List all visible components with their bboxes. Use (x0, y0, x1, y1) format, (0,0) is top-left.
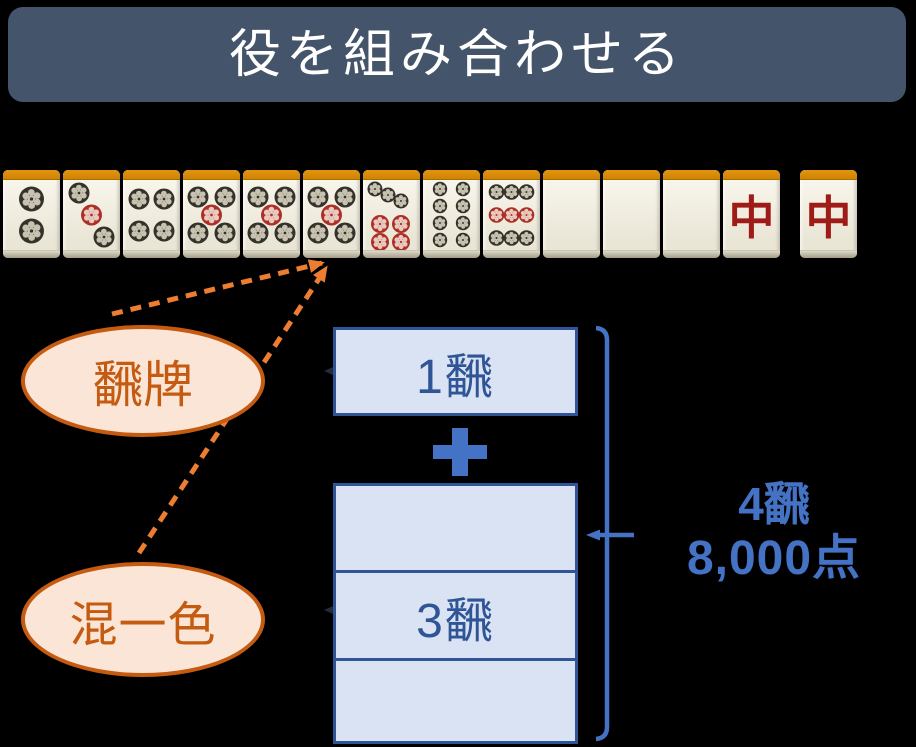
plus-horizontal-bar (433, 445, 487, 459)
han-box-3: 3飜 (336, 570, 575, 658)
5-pin-pins (187, 186, 236, 244)
result-points: 8,000点 (686, 532, 862, 585)
han-box-row-empty-top (336, 486, 575, 570)
dashed-arrow-yakuhai (111, 259, 325, 317)
han-box-1: 1飜 (333, 327, 578, 416)
tile-2-pin (3, 170, 60, 258)
han-box-1-label: 1飜 (416, 350, 495, 404)
5-pin-pins (247, 186, 296, 244)
callout-yakuhai: 飜牌 (21, 325, 265, 437)
tile-5-pin (183, 170, 240, 258)
callout-honitsu: 混一色 (21, 562, 265, 677)
2-pin-pins (19, 186, 44, 244)
result-block: 4飜 8,000点 (645, 478, 903, 588)
blank-pins (543, 179, 600, 251)
tile-9-pin (483, 170, 540, 258)
blank-pins (603, 179, 660, 251)
connector-tick-box1 (324, 367, 333, 375)
tile-5-pin (243, 170, 300, 258)
tile-7-pin (363, 170, 420, 258)
han-box-group: 3飜 (333, 483, 578, 744)
5-pin-pins (307, 186, 356, 244)
7-pin-pins (367, 181, 410, 251)
han-box-3-label: 3飜 (416, 594, 495, 648)
4-pin-pins (128, 188, 175, 242)
tile-red-dragon: 中 (723, 170, 780, 258)
blank-pins (663, 179, 720, 251)
winning-tile: 中 (800, 170, 858, 258)
tile-blank (663, 170, 720, 258)
brace-bracket (586, 325, 634, 742)
tile-blank (603, 170, 660, 258)
3-pin-pins (68, 182, 115, 248)
tile-4-pin (123, 170, 180, 258)
red-dragon-glyph: 中 (728, 193, 775, 244)
callout-honitsu-label: 混一色 (69, 598, 217, 652)
9-pin-pins (488, 184, 535, 246)
tile-red-dragon: 中 (800, 170, 857, 258)
tile-3-pin (63, 170, 120, 258)
page-title: 役を組み合わせる (228, 25, 685, 84)
plus-label: + (433, 428, 434, 429)
tile-8-pin (423, 170, 480, 258)
plus-symbol: + (433, 428, 487, 476)
tile-5-pin (303, 170, 360, 258)
hand-tiles: 中 (3, 170, 784, 258)
tile-blank (543, 170, 600, 258)
8-pin-pins (432, 181, 471, 248)
result-total-han: 4飜 (738, 478, 810, 530)
han-box-row-empty-bottom (336, 658, 575, 741)
connector-tick-box3 (324, 606, 333, 614)
header-banner: 役を組み合わせる (8, 7, 906, 102)
callout-yakuhai-label: 飜牌 (93, 357, 193, 413)
red-dragon-glyph: 中 (805, 193, 852, 244)
